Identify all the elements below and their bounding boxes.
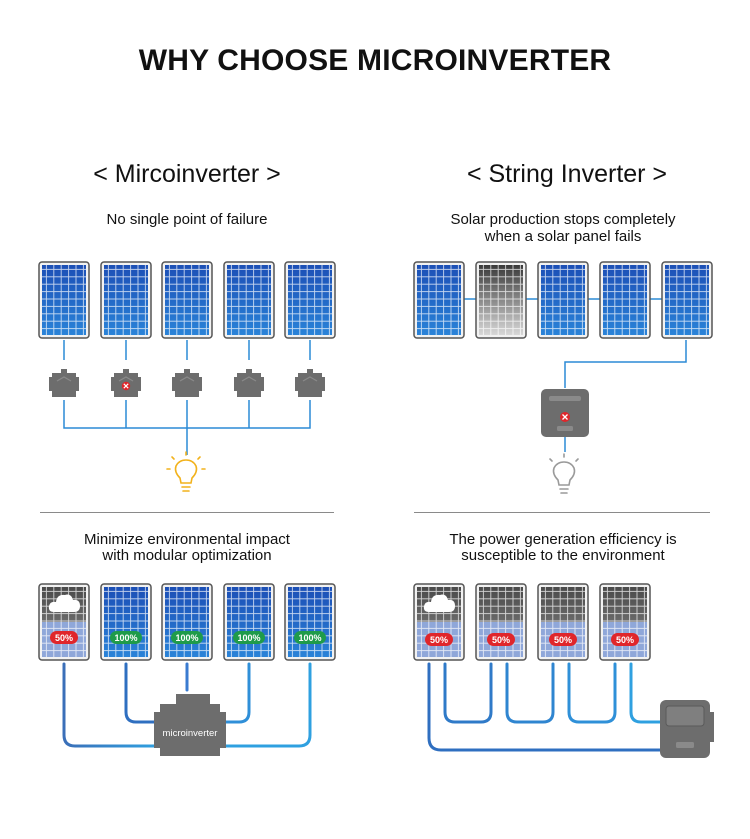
micro-efficiency-badges: 50% 100% 100% 100% 100% — [50, 631, 326, 644]
string-bottom-caption-line2: susceptible to the environment — [461, 547, 665, 564]
page-title: WHY CHOOSE MICROINVERTER — [138, 44, 612, 77]
bulb-off-icon — [549, 453, 579, 494]
microinverter-icon — [48, 368, 80, 398]
string-top-caption-line2: when a solar panel fails — [484, 228, 642, 245]
micro-units — [48, 368, 326, 398]
micro-top-wires — [63, 340, 311, 455]
solar-panel-icon — [537, 261, 589, 339]
microinverter-top-caption: No single point of failure — [106, 211, 268, 228]
shaded-solar-panel-icon — [599, 583, 651, 661]
solar-panel-icon — [413, 261, 465, 339]
solar-panel-icon — [100, 583, 152, 661]
efficiency-badge: 100% — [114, 633, 137, 643]
solar-panel-icon — [284, 261, 336, 339]
solar-panel-icon — [284, 583, 336, 661]
micro-top-panels — [38, 261, 336, 339]
string-inverter-fault-icon — [541, 389, 589, 437]
microinverter-heading: < Mircoinverter > — [93, 160, 281, 188]
solar-panel-icon — [223, 261, 275, 339]
string-efficiency-badges: 50% 50% 50% 50% — [425, 633, 639, 646]
string-bottom-wires — [427, 662, 662, 752]
string-top-caption-line1: Solar production stops completely — [450, 211, 676, 228]
string-inverter-device-icon — [660, 700, 714, 758]
microinverter-bottom-caption-line1: Minimize environmental impact — [84, 531, 290, 548]
solar-panel-icon — [100, 261, 152, 339]
solar-panel-icon — [599, 261, 651, 339]
microinverter-icon — [233, 368, 265, 398]
micro-bottom-panels — [38, 583, 336, 661]
microinverter-icon — [171, 368, 203, 398]
efficiency-badge: 100% — [298, 633, 321, 643]
string-top-wires — [464, 298, 687, 452]
solar-panel-icon — [161, 583, 213, 661]
string-bottom-caption-line1: The power generation efficiency is — [449, 531, 677, 548]
string-bottom-panels — [413, 583, 651, 661]
microinverter-device-label: microinverter — [163, 728, 218, 739]
shaded-solar-panel-icon — [537, 583, 589, 661]
efficiency-badge: 50% — [554, 635, 572, 645]
solar-panel-icon — [38, 261, 90, 339]
micro-bottom-wires — [62, 662, 312, 748]
efficiency-badge: 50% — [55, 633, 73, 643]
efficiency-badge: 50% — [492, 635, 510, 645]
bulb-on-icon — [166, 451, 206, 492]
failed-solar-panel-icon — [475, 261, 527, 339]
efficiency-badge: 50% — [616, 635, 634, 645]
string-inverter-heading: < String Inverter > — [466, 160, 668, 188]
solar-panel-icon — [161, 261, 213, 339]
left-divider — [40, 512, 334, 513]
string-top-panels — [413, 261, 713, 339]
efficiency-badge: 50% — [430, 635, 448, 645]
microinverter-icon — [294, 368, 326, 398]
microinverter-device-icon: microinverter — [154, 694, 226, 756]
microinverter-bottom-caption-line2: with modular optimization — [102, 547, 272, 564]
solar-panel-icon — [223, 583, 275, 661]
shaded-solar-panel-icon — [475, 583, 527, 661]
efficiency-badge: 100% — [175, 633, 198, 643]
efficiency-badge: 100% — [237, 633, 260, 643]
solar-panel-icon — [661, 261, 713, 339]
right-divider — [414, 512, 710, 513]
